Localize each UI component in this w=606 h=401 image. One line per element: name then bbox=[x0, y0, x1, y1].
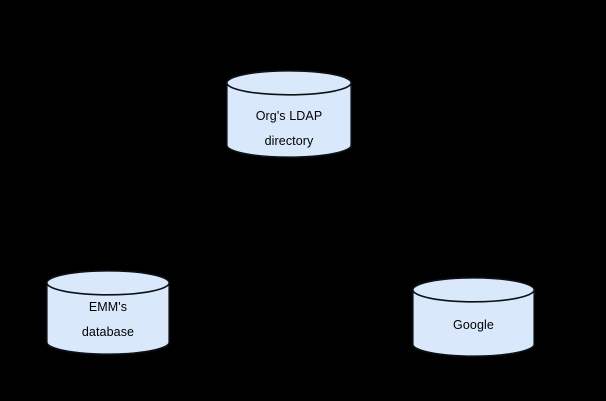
cylinder-top-ellipse bbox=[45, 270, 171, 296]
cylinder-top-ellipse bbox=[411, 277, 536, 303]
cylinder-shape bbox=[45, 270, 171, 355]
node-google[interactable]: Google bbox=[411, 277, 536, 357]
cylinder-top-ellipse bbox=[225, 70, 353, 96]
cylinder-shape bbox=[225, 70, 353, 158]
cylinder-shape bbox=[411, 277, 536, 357]
